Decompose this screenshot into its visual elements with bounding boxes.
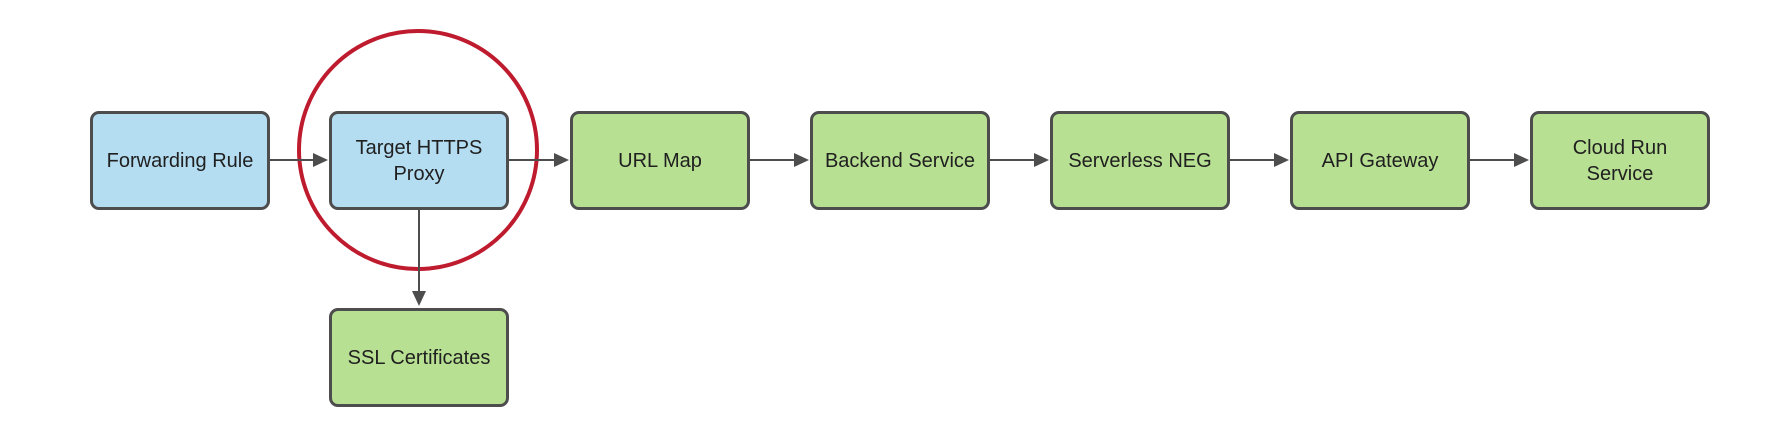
node-target-https-proxy: Target HTTPS Proxy [329,111,509,210]
node-label: Backend Service [824,149,976,172]
node-forwarding-rule: Forwarding Rule [90,111,270,210]
node-label: API Gateway [1321,149,1439,172]
node-cloud-run-service: Cloud Run Service [1530,111,1710,210]
edge-arrowhead-neg-to-gateway [1274,153,1289,167]
node-label: Serverless NEG [1068,149,1212,172]
node-serverless-neg: Serverless NEG [1050,111,1230,210]
edge-arrowhead-proxy-to-ssl [412,291,426,306]
node-api-gateway: API Gateway [1290,111,1470,210]
node-label: Forwarding Rule [106,149,254,172]
node-label: URL Map [618,149,702,172]
node-url-map: URL Map [570,111,750,210]
node-ssl-certificates: SSL Certificates [329,308,509,407]
edge-arrowhead-backend-to-neg [1034,153,1049,167]
node-label: Cloud Run Service [1572,136,1668,185]
node-label: SSL Certificates [347,346,491,369]
node-label: Target HTTPS Proxy [355,136,483,185]
node-backend-service: Backend Service [810,111,990,210]
edge-arrowhead-urlmap-to-backend [794,153,809,167]
edge-arrowhead-forwarding-to-proxy [313,153,328,167]
edge-arrowhead-proxy-to-urlmap [554,153,569,167]
edge-arrowhead-gateway-to-cloudrun [1514,153,1529,167]
